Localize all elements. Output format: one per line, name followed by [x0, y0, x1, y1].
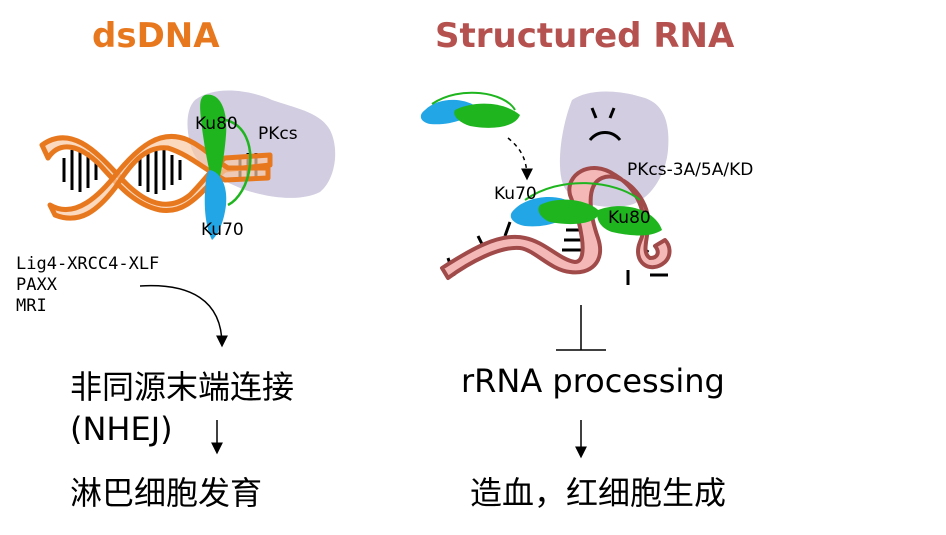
- factor-arrow-left: [139, 284, 228, 348]
- dna-helix: [39, 133, 273, 221]
- ku80-label-right: Ku80: [608, 208, 651, 228]
- ku80-label-left: Ku80: [195, 114, 238, 134]
- pkcs-label-left: PKcs: [258, 124, 298, 144]
- factor-item: Lig4-XRCC4-XLF: [16, 254, 160, 274]
- nhej-abbr: (NHEJ): [70, 410, 173, 448]
- structured-rna: [440, 166, 672, 285]
- factor-item: MRI: [16, 296, 47, 316]
- hematopoiesis-label: 造血，红细胞生成: [470, 474, 727, 512]
- factor-item: PAXX: [16, 275, 57, 295]
- dsdna-title: dsDNA: [92, 16, 220, 56]
- ku70-label-right: Ku70: [494, 184, 537, 204]
- structured-rna-title: Structured RNA: [435, 16, 735, 56]
- pkcs-mutant-label: PKcs-3A/5A/KD: [627, 160, 754, 180]
- lymphocyte-development-label: 淋巴细胞发育: [70, 474, 263, 512]
- inhibition-symbol: [556, 305, 606, 351]
- rrna-processing-label: rRNA processing: [461, 362, 725, 400]
- ku-ring-left: [200, 94, 252, 240]
- sad-face-icon: [588, 107, 622, 142]
- ku70-label-left: Ku70: [201, 220, 244, 240]
- ku-ring-right: [510, 182, 662, 236]
- ku-free: [420, 91, 520, 128]
- recruit-arrow: [507, 137, 533, 181]
- nhej-label: 非同源末端连接: [70, 368, 295, 406]
